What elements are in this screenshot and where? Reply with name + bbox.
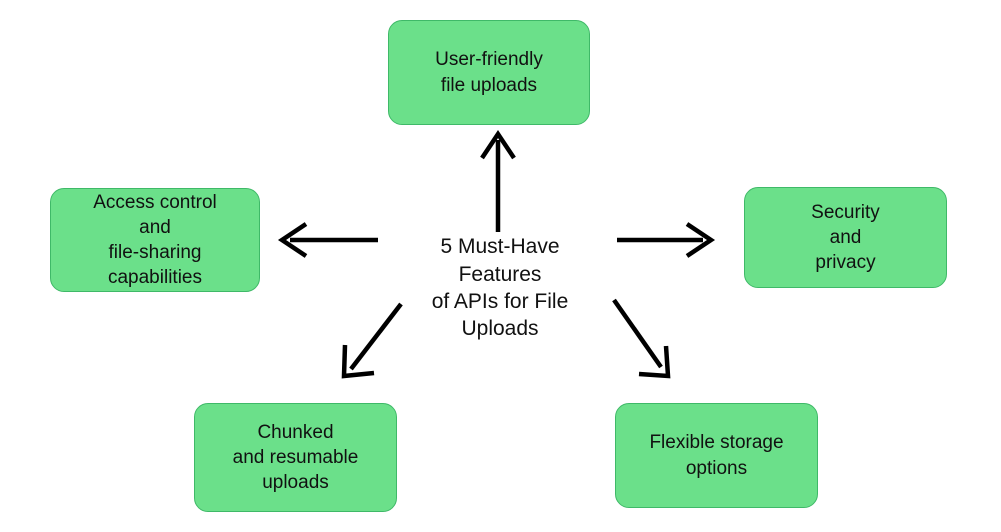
diagram-center-label: 5 Must-Have Features of APIs for File Up…	[431, 235, 569, 341]
arrow-up-to-user-friendly-file-uploads	[480, 129, 516, 232]
arrow-right-to-security-and-privacy	[617, 222, 716, 258]
node-security-and-privacy[interactable]: Security and privacy	[744, 187, 947, 288]
arrow-down-right-to-flexible-storage	[612, 298, 671, 379]
arrow-left-to-access-control	[277, 222, 378, 258]
node-chunked-and-resumable-uploads[interactable]: Chunked and resumable uploads	[194, 403, 397, 512]
node-user-friendly-file-uploads[interactable]: User-friendly file uploads	[388, 20, 590, 125]
arrow-down-left-to-chunked-uploads	[341, 302, 403, 379]
node-access-control-and-file-sharing-capabilities[interactable]: Access control and file-sharing capabili…	[50, 188, 260, 292]
node-flexible-storage-options[interactable]: Flexible storage options	[615, 403, 818, 508]
